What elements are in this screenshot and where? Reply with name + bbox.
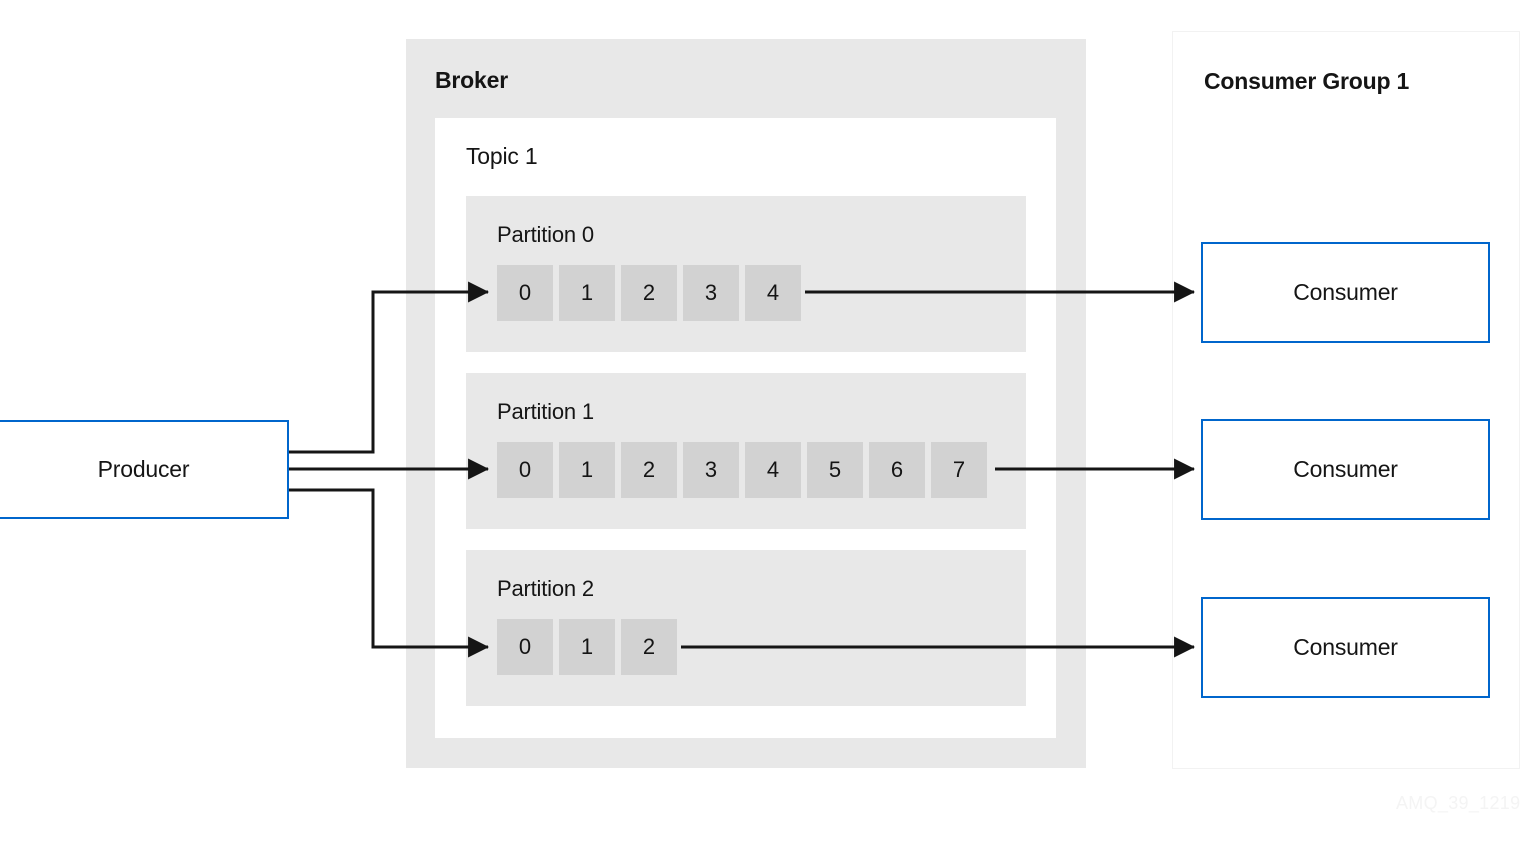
topic-label: Topic 1 bbox=[466, 143, 538, 169]
partition-2-messages: 0 1 2 bbox=[497, 619, 677, 675]
message-cell: 2 bbox=[621, 442, 677, 498]
message-cell: 3 bbox=[683, 265, 739, 321]
partition-1-panel: Partition 1 0 1 2 3 4 5 6 7 bbox=[466, 373, 1026, 529]
message-cell: 4 bbox=[745, 265, 801, 321]
partition-0-panel: Partition 0 0 1 2 3 4 bbox=[466, 196, 1026, 352]
partition-2-panel: Partition 2 0 1 2 bbox=[466, 550, 1026, 706]
message-cell: 0 bbox=[497, 442, 553, 498]
partition-1-messages: 0 1 2 3 4 5 6 7 bbox=[497, 442, 987, 498]
message-cell: 1 bbox=[559, 442, 615, 498]
message-cell: 5 bbox=[807, 442, 863, 498]
message-cell: 2 bbox=[621, 619, 677, 675]
message-cell: 0 bbox=[497, 619, 553, 675]
consumer-box-3: Consumer bbox=[1201, 597, 1490, 698]
message-cell: 1 bbox=[559, 265, 615, 321]
consumer-box-1: Consumer bbox=[1201, 242, 1490, 343]
message-cell: 6 bbox=[869, 442, 925, 498]
watermark-label: AMQ_39_1219 bbox=[1396, 793, 1520, 813]
message-cell: 0 bbox=[497, 265, 553, 321]
message-cell: 1 bbox=[559, 619, 615, 675]
partition-1-label: Partition 1 bbox=[497, 399, 594, 424]
producer-box: Producer bbox=[0, 420, 289, 519]
consumer-box-2: Consumer bbox=[1201, 419, 1490, 520]
message-cell: 4 bbox=[745, 442, 801, 498]
partition-0-messages: 0 1 2 3 4 bbox=[497, 265, 801, 321]
broker-label: Broker bbox=[435, 67, 508, 93]
partition-0-label: Partition 0 bbox=[497, 222, 594, 247]
message-cell: 3 bbox=[683, 442, 739, 498]
consumer-group-label: Consumer Group 1 bbox=[1204, 68, 1410, 94]
message-cell: 2 bbox=[621, 265, 677, 321]
partition-2-label: Partition 2 bbox=[497, 576, 594, 601]
message-cell: 7 bbox=[931, 442, 987, 498]
